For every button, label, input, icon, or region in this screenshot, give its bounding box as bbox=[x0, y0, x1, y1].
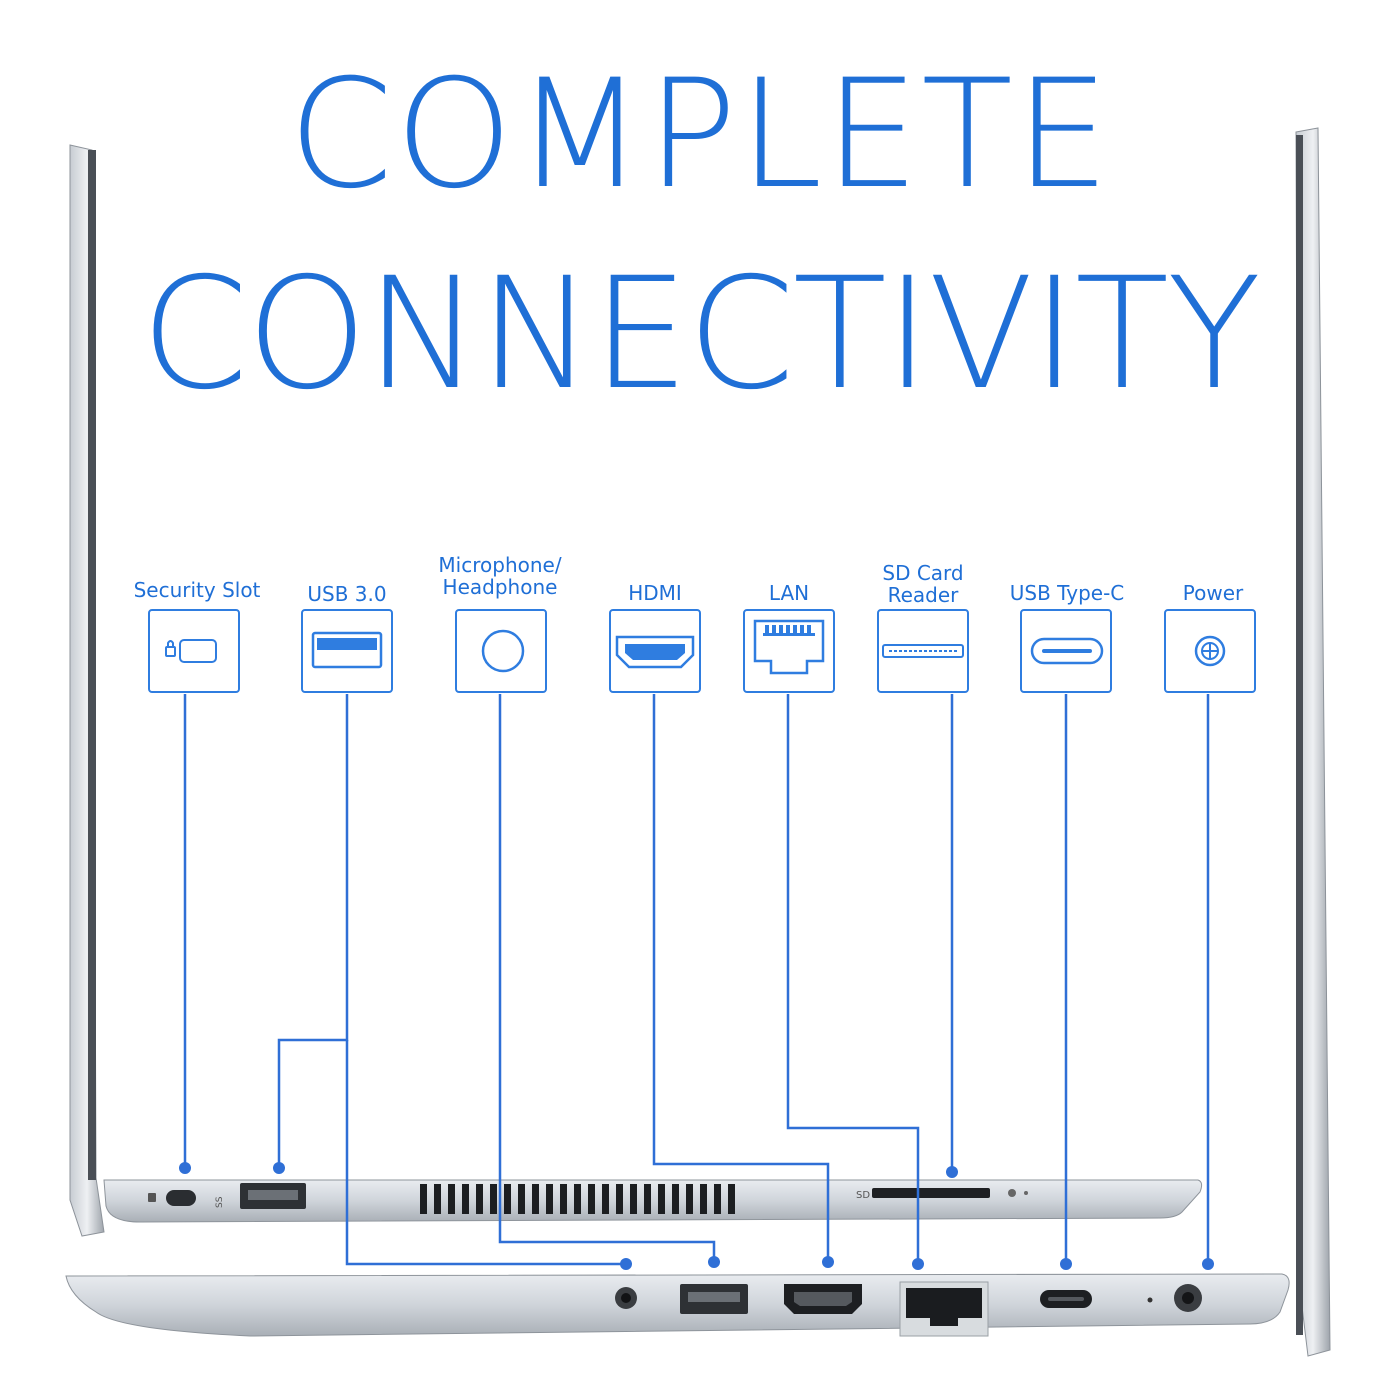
port-label-security-slot: Security Slot bbox=[133, 578, 261, 602]
usb-3-box bbox=[301, 609, 393, 693]
audio-jack-box bbox=[455, 609, 547, 693]
port-label-usb-type-c: USB Type-C bbox=[1009, 581, 1125, 605]
port-label-hdmi: HDMI bbox=[628, 581, 682, 605]
port-label-sd-card-reader: SD Card Reader bbox=[838, 562, 1008, 606]
sd-card-icon bbox=[882, 644, 964, 658]
audio-jack-icon bbox=[481, 629, 525, 673]
port-label-line1: SD Card bbox=[882, 561, 964, 585]
port-label-line1: Microphone/ bbox=[438, 553, 562, 577]
port-label-power: Power bbox=[1182, 581, 1244, 605]
sd-marking: SD bbox=[856, 1190, 870, 1201]
power-box bbox=[1164, 609, 1256, 693]
hdmi-icon bbox=[615, 635, 695, 669]
port-label-lan: LAN bbox=[768, 581, 810, 605]
hdmi-box bbox=[609, 609, 701, 693]
usb-type-c-box bbox=[1020, 609, 1112, 693]
headline-line1: COMPLETE bbox=[288, 48, 1112, 222]
lan-box bbox=[743, 609, 835, 693]
headline-line2: CONNECTIVITY bbox=[140, 245, 1261, 424]
usb-c-icon bbox=[1030, 637, 1104, 665]
security-slot-box bbox=[148, 609, 240, 693]
port-label-line2: Headphone bbox=[442, 575, 558, 599]
ethernet-icon bbox=[753, 619, 825, 675]
sd-card-box bbox=[877, 609, 969, 693]
port-label-usb-3: USB 3.0 bbox=[307, 582, 387, 606]
port-label-microphone-headphone: Microphone/ Headphone bbox=[415, 554, 585, 598]
port-label-line2: Reader bbox=[887, 583, 959, 607]
power-jack-icon bbox=[1194, 635, 1226, 667]
usb-a-icon bbox=[311, 631, 383, 669]
svg-text:SS: SS bbox=[215, 1196, 225, 1208]
lock-slot-icon bbox=[165, 639, 217, 663]
